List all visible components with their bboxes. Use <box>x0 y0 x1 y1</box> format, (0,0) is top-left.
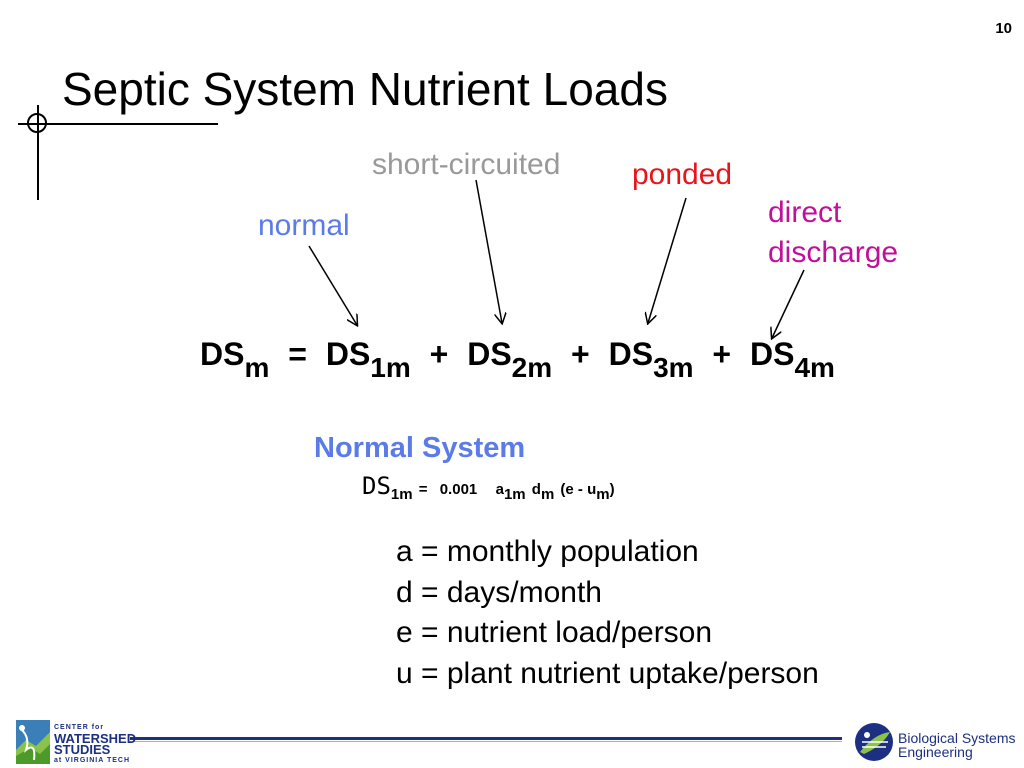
definition-a: a = monthly population <box>396 535 699 568</box>
eq-term-1: DS <box>325 336 371 372</box>
label-short-circuited: short-circuited <box>372 148 561 181</box>
eq-term-4-sub: 4m <box>794 352 835 383</box>
arrow-ponded <box>648 197 687 323</box>
definitions-list: a = monthly population d = days/month e … <box>396 532 819 694</box>
watershed-studies-wordmark: CENTER for WATERSHED STUDIES at VIRGINIA… <box>54 722 136 766</box>
eq-term-2: DS <box>467 336 512 372</box>
eq-term-1-sub: 1m <box>370 352 411 383</box>
title-rule-horizontal <box>18 123 218 125</box>
definition-e: e = nutrient load/person <box>396 616 713 649</box>
ns-d: d <box>531 481 541 498</box>
ns-paren-open: (e - u <box>560 481 597 498</box>
arrow-short-circuited <box>475 179 502 323</box>
cws-line4: at VIRGINIA TECH <box>54 757 131 764</box>
eq-plus-3: + <box>712 336 732 372</box>
ns-d-sub: m <box>540 486 555 503</box>
ns-a-sub: 1m <box>503 486 526 503</box>
ns-coef: 0.001 <box>439 481 478 498</box>
eq-term-3: DS <box>608 336 654 372</box>
ns-a: a <box>495 481 504 498</box>
title-rule-vertical <box>37 105 39 200</box>
slide-number: 10 <box>995 20 1012 37</box>
footer-rule <box>130 737 842 740</box>
watershed-studies-logo-icon <box>16 720 50 764</box>
eq-lhs-sub: m <box>244 352 270 383</box>
bse-line2: Engineering <box>898 744 973 760</box>
ns-ds: DS <box>362 472 391 500</box>
ns-ds-sub: 1m <box>390 486 413 503</box>
bse-wordmark: Biological Systems Engineering <box>898 731 1016 759</box>
label-direct-line2: discharge <box>768 236 899 269</box>
eq-term-2-sub: 2m <box>511 352 553 383</box>
definition-d: d = days/month <box>396 575 602 609</box>
eq-plus-2: + <box>571 336 590 372</box>
definition-u: u = plant nutrient uptake/person <box>396 656 819 690</box>
eq-equals: = <box>288 336 307 372</box>
arrow-direct-discharge <box>772 269 805 338</box>
slide-title: Septic System Nutrient Loads <box>62 63 668 115</box>
arrow-normal <box>308 245 357 325</box>
ns-equals: = <box>418 481 428 498</box>
label-normal: normal <box>258 209 350 242</box>
main-equation: DSm = DS1m + DS2m + DS3m + DS4m <box>200 336 835 384</box>
eq-lhs: DS <box>200 336 245 372</box>
cws-line3: STUDIES <box>54 742 111 757</box>
label-ponded: ponded <box>632 158 733 191</box>
crosshair-circle-icon <box>27 113 47 133</box>
eq-term-4: DS <box>750 336 795 372</box>
ns-u-sub: m <box>596 486 610 503</box>
label-direct-discharge: direct discharge <box>768 193 898 273</box>
cws-line2: WATERSHED <box>54 731 137 746</box>
normal-system-equation: DS1m = 0.001 a1m dm (e - um) <box>362 472 615 503</box>
ns-paren-close: ) <box>609 481 615 498</box>
biological-systems-engineering-logo-icon <box>855 723 893 761</box>
bse-line1: Biological Systems <box>898 730 1016 746</box>
eq-plus-1: + <box>429 336 449 372</box>
cws-line1: CENTER for <box>54 724 105 731</box>
eq-term-3-sub: 3m <box>653 352 694 383</box>
normal-system-heading: Normal System <box>314 432 526 464</box>
label-direct-line1: direct <box>768 196 842 229</box>
footer-rule-light <box>130 741 842 742</box>
